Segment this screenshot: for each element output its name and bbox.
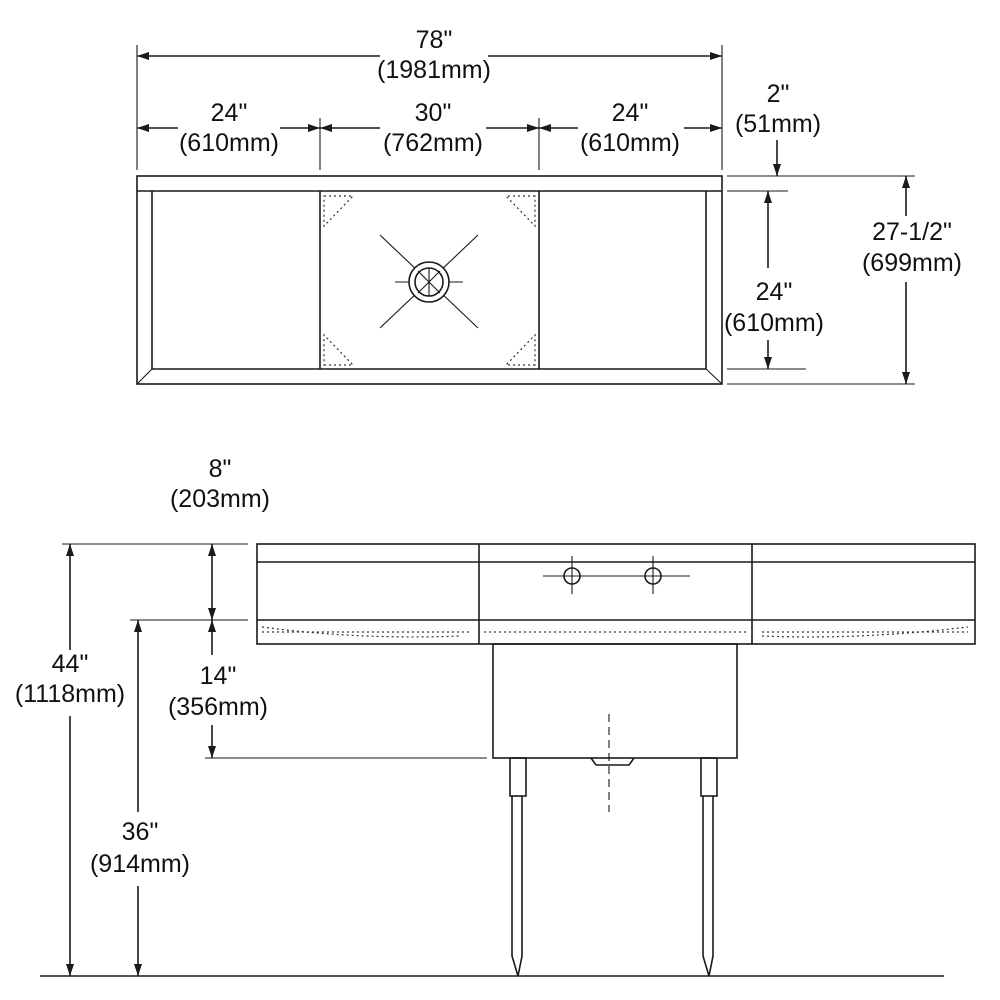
left-drainboard-in: 24": [211, 99, 248, 127]
backsplash-mm: (203mm): [170, 485, 270, 513]
sink-leg-right: [700, 757, 718, 977]
overall-depth-dimension: 27-1/2" (699mm): [862, 176, 962, 384]
sink-front-outline: [256, 543, 976, 645]
right-drainboard-mm: (610mm): [580, 129, 680, 157]
drain-icon: [379, 234, 479, 329]
rim-dimension: 2" (51mm): [735, 80, 821, 176]
bowl-width-dimension: 30" (762mm): [320, 99, 539, 157]
sink-bowl: [492, 643, 738, 812]
bowl-corner-marks: [323, 195, 536, 366]
left-drainboard-dimension: 24" (610mm): [137, 99, 320, 157]
overall-height-dimension: 44" (1118mm): [15, 544, 125, 976]
backsplash-in: 8": [209, 455, 232, 483]
rim-mm: (51mm): [735, 110, 821, 138]
left-drainboard-mm: (610mm): [179, 129, 279, 157]
overall-depth-in: 27-1/2": [872, 218, 952, 246]
front-view: 8" (203mm) 14" (356mm) 44" (1118mm) 36" …: [15, 455, 976, 977]
backsplash-dimension: 8" (203mm): [170, 455, 270, 620]
sink-top-outline: [136, 175, 723, 385]
bowl-height-in: 14": [200, 662, 237, 690]
top-view: 78" (1981mm) 24" (610mm) 30" (762mm) 24"…: [136, 26, 962, 385]
right-drainboard-dimension: 24" (610mm): [539, 99, 722, 157]
sink-leg-left: [509, 757, 527, 977]
bowl-depth-mm: (610mm): [724, 309, 824, 337]
overall-depth-mm: (699mm): [862, 249, 962, 277]
overall-height-mm: (1118mm): [15, 680, 125, 708]
overall-width-in: 78": [416, 26, 453, 54]
overall-width-mm: (1981mm): [377, 56, 491, 84]
bowl-depth-in: 24": [756, 278, 793, 306]
bowl-width-in: 30": [415, 99, 452, 127]
bowl-width-mm: (762mm): [383, 129, 483, 157]
faucet-holes: [543, 556, 690, 594]
faucet-hole-right-icon: [644, 567, 662, 585]
overall-width-dimension: 78" (1981mm): [137, 26, 722, 84]
working-height-dimension: 36" (914mm): [90, 620, 190, 976]
faucet-hole-left-icon: [563, 567, 581, 585]
working-height-in: 36": [122, 818, 159, 846]
right-drainboard-in: 24": [612, 99, 649, 127]
working-height-mm: (914mm): [90, 850, 190, 878]
rim-in: 2": [767, 80, 790, 108]
bowl-depth-dimension: 24" (610mm): [724, 191, 824, 369]
bowl-height-dimension: 14" (356mm): [168, 620, 268, 758]
overall-height-in: 44": [52, 650, 89, 678]
bowl-height-mm: (356mm): [168, 693, 268, 721]
